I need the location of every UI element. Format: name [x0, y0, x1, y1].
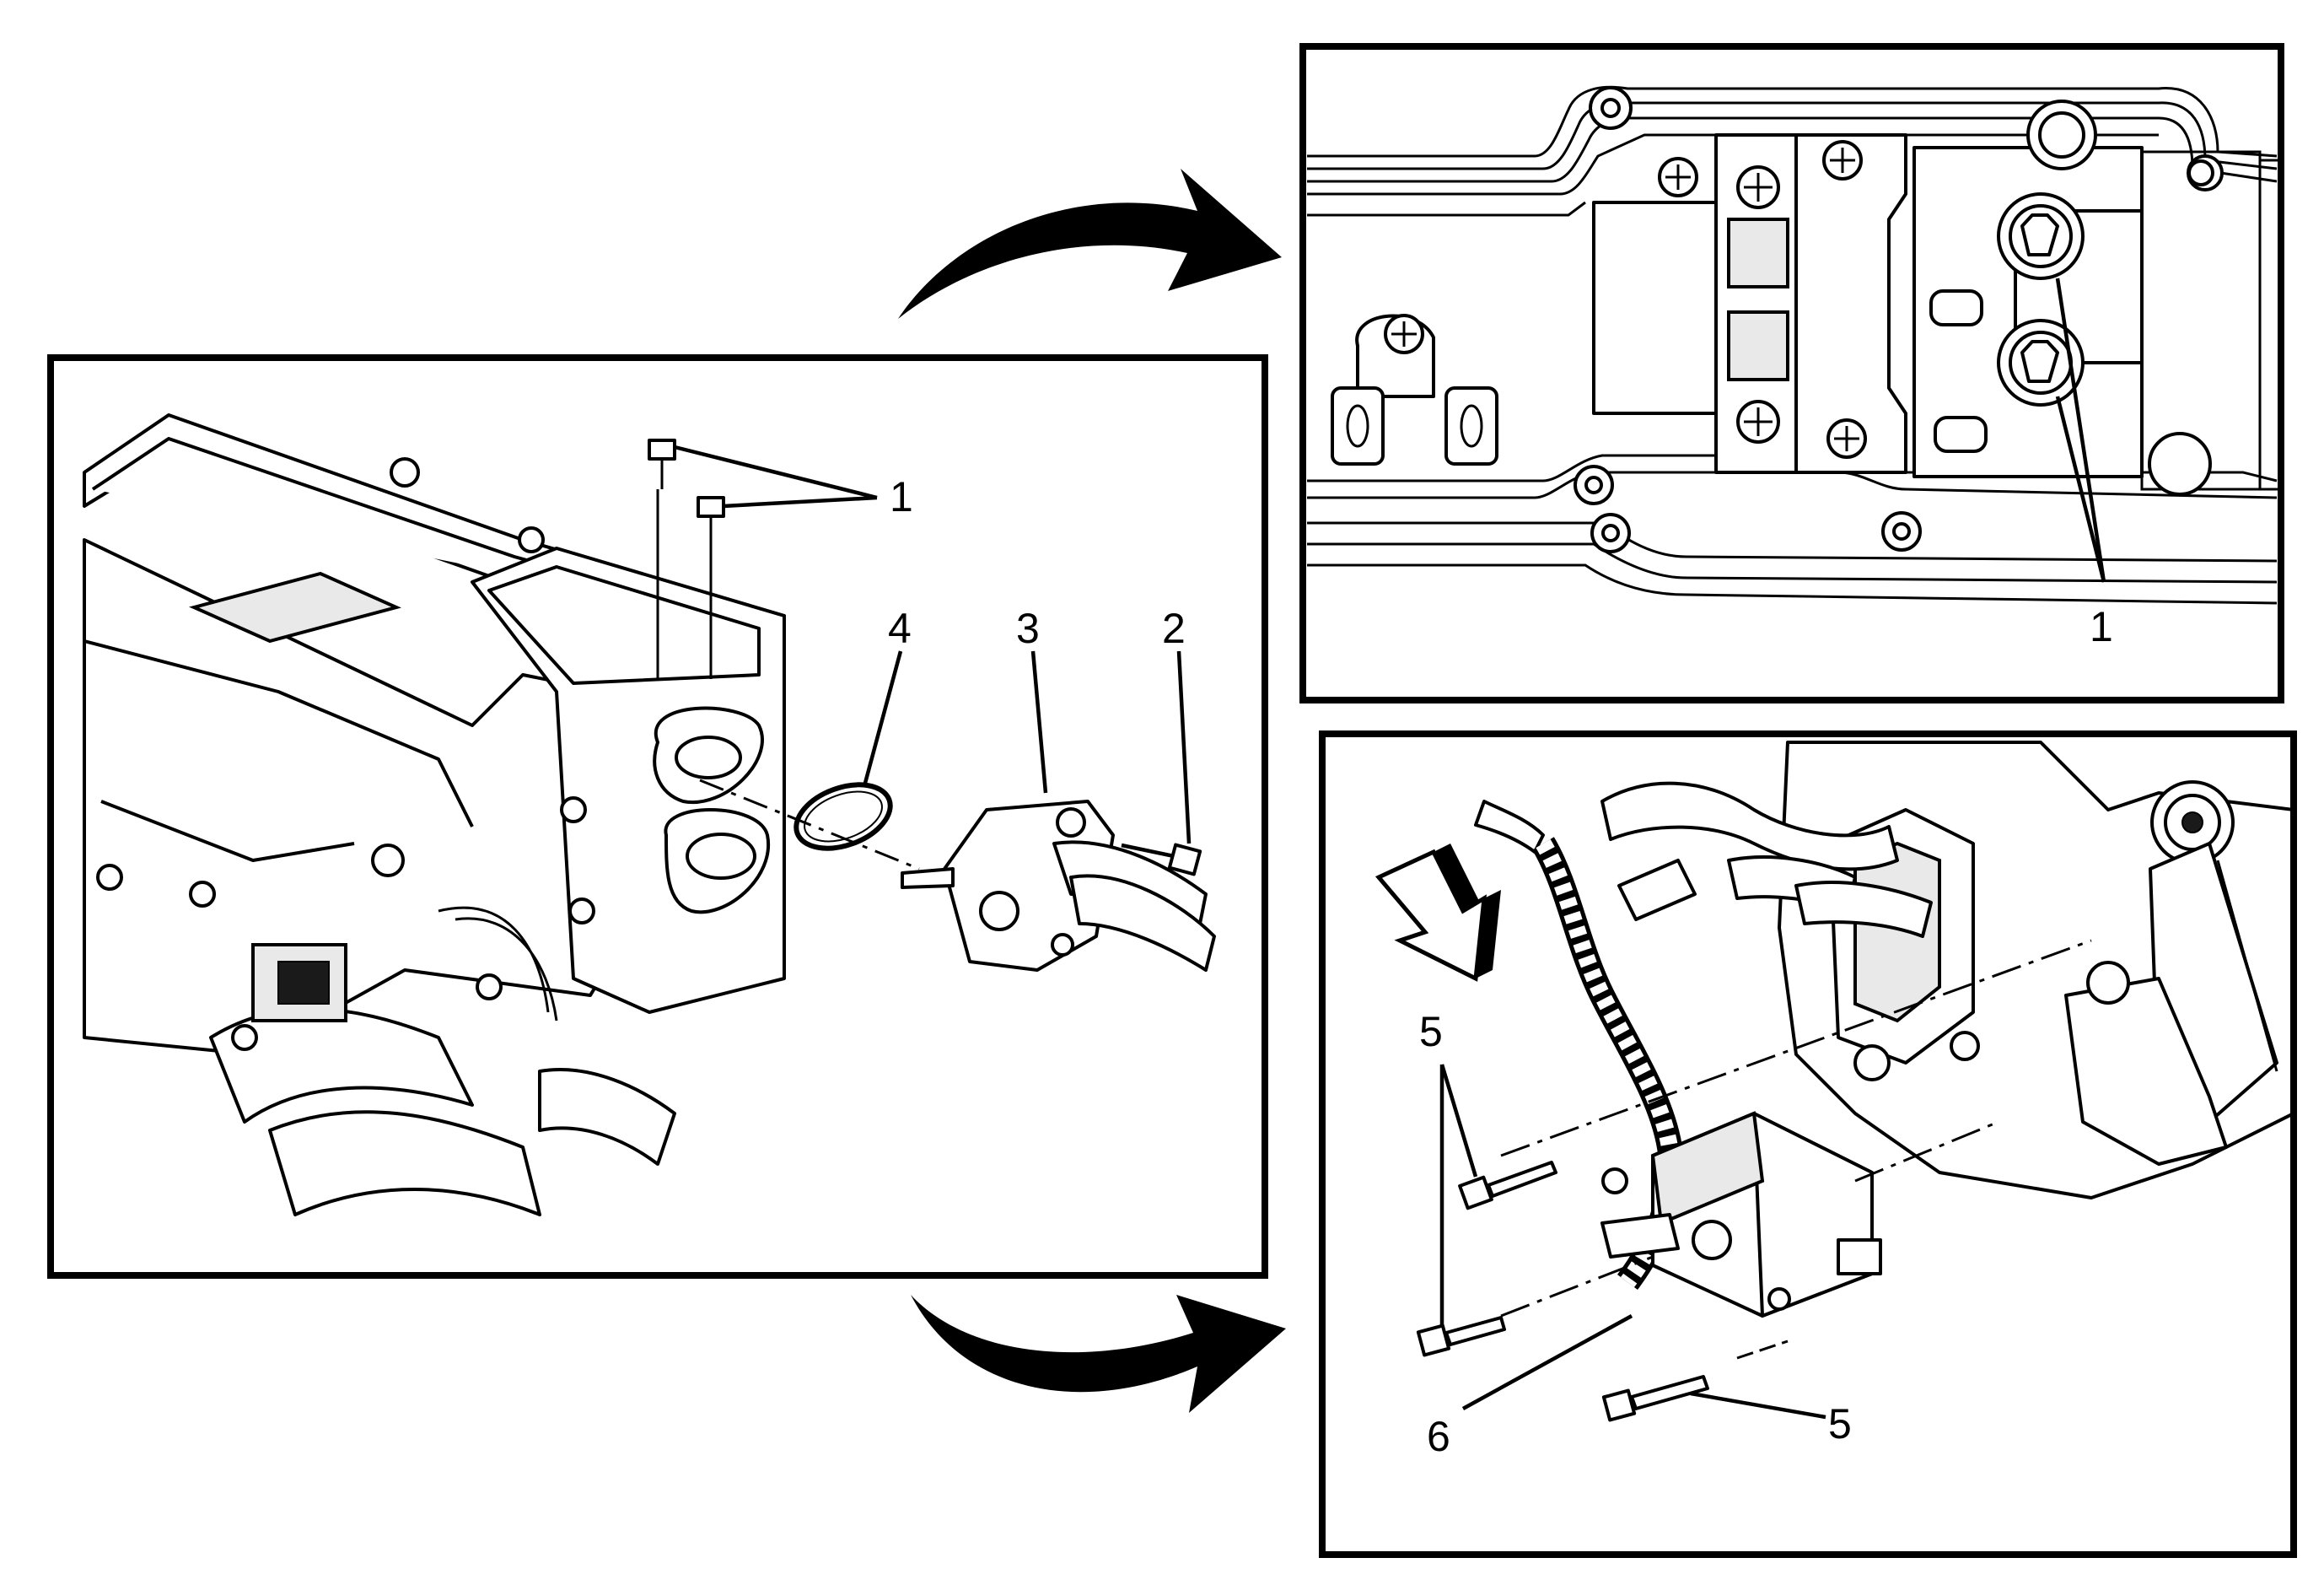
pulley-icon [2150, 780, 2235, 865]
curved-arrow-top-icon [898, 169, 1282, 319]
bolt-5-upper-icon [1458, 1161, 1557, 1210]
bolt-5-middle-icon [1416, 1316, 1506, 1357]
callout-left-4: 4 [888, 605, 912, 652]
forward-direction-arrow-icon [1374, 844, 1501, 982]
curved-arrow-bottom-icon [911, 1295, 1286, 1413]
top-right-detail-panel: 1 [1299, 43, 2284, 703]
callout-bottomright-5a: 5 [1419, 1008, 1443, 1055]
screw-icons [1384, 140, 2214, 459]
left-detail-panel: 1 4 3 2 [47, 354, 1268, 1279]
callout-topright-1: 1 [2090, 603, 2113, 650]
bottom-right-detail-panel: 5 6 5 [1319, 730, 2297, 1558]
bolt-1-upper-icon [648, 439, 676, 679]
callout-bottomright-5b: 5 [1828, 1400, 1852, 1447]
callout-bottomright-6: 6 [1427, 1413, 1450, 1460]
bolt-5-lower-icon [1601, 1375, 1709, 1422]
bolt-1-lower-icon [697, 496, 725, 679]
callout-left-2: 2 [1162, 605, 1186, 652]
callout-left-1: 1 [890, 473, 913, 520]
callout-left-3: 3 [1016, 605, 1040, 652]
control-module-part-6-icon [1600, 1111, 1882, 1318]
connector-part-3-icon [901, 800, 1216, 972]
bolt-part-2-icon [1121, 843, 1202, 876]
